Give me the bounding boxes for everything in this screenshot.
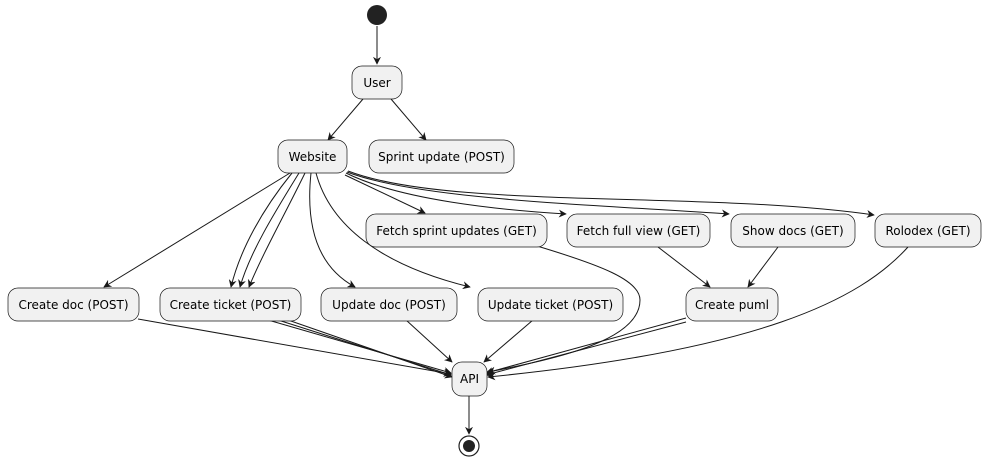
node-website-label: Website: [289, 150, 337, 164]
node-api-label: API: [460, 372, 479, 386]
edge-website-rolodex: [347, 170, 875, 218]
node-fetch-sprint-updates-get: Fetch sprint updates (GET): [365, 213, 548, 248]
node-sprint-update-post-label: Sprint update (POST): [378, 150, 505, 164]
edge-update-doc-api: [405, 319, 453, 363]
edge-user-website: [327, 98, 364, 141]
start-node: [367, 5, 387, 25]
edge-create-doc-api: [137, 318, 452, 377]
end-node: [458, 435, 480, 457]
node-fetch-full-view-get-label: Fetch full view (GET): [577, 224, 701, 238]
node-create-doc-post-label: Create doc (POST): [18, 298, 128, 312]
edge-website-update-ticket: [315, 172, 471, 290]
node-create-puml-label: Create puml: [695, 298, 769, 312]
node-create-puml: Create puml: [685, 287, 779, 322]
node-update-ticket-post-label: Update ticket (POST): [488, 298, 613, 312]
node-show-docs-get: Show docs (GET): [730, 213, 856, 248]
edges: [103, 26, 909, 435]
edge-update-ticket-api: [483, 319, 534, 363]
edge-website-create-doc: [103, 172, 291, 288]
edge-create-puml-api-1: [485, 317, 687, 375]
node-rolodex-get: Rolodex (GET): [874, 213, 982, 248]
node-show-docs-get-label: Show docs (GET): [742, 224, 843, 238]
node-rolodex-get-label: Rolodex (GET): [885, 224, 970, 238]
edge-website-fetch-sprint: [344, 174, 426, 214]
node-update-ticket-post: Update ticket (POST): [477, 287, 624, 322]
edge-website-show-docs: [346, 171, 730, 218]
edge-create-puml-api-2: [485, 321, 687, 378]
edge-website-create-ticket-2: [238, 172, 300, 288]
node-sprint-update-post: Sprint update (POST): [368, 139, 515, 174]
node-update-doc-post: Update doc (POST): [320, 287, 458, 322]
edge-rolodex-api: [487, 246, 909, 381]
edge-fetch-full-create-puml: [657, 246, 711, 288]
edge-create-ticket-api-3: [287, 319, 453, 379]
node-api: API: [451, 361, 488, 397]
node-website: Website: [277, 139, 348, 174]
edge-website-update-doc: [309, 172, 356, 288]
edge-website-create-ticket-3: [248, 172, 306, 288]
node-create-doc-post: Create doc (POST): [7, 287, 140, 322]
node-user-label: User: [363, 76, 390, 90]
edge-create-ticket-api-1: [267, 319, 452, 375]
edge-create-ticket-api-2: [277, 319, 452, 377]
edge-show-docs-create-puml: [747, 246, 779, 288]
node-create-ticket-post: Create ticket (POST): [159, 287, 302, 322]
node-user: User: [351, 65, 403, 100]
edge-website-fetch-full: [345, 172, 567, 218]
edge-website-create-ticket-1: [228, 172, 293, 288]
node-create-ticket-post-label: Create ticket (POST): [170, 298, 292, 312]
node-fetch-full-view-get: Fetch full view (GET): [566, 213, 711, 248]
node-fetch-sprint-updates-get-label: Fetch sprint updates (GET): [376, 224, 537, 238]
edge-user-sprint-update: [390, 98, 427, 141]
node-update-doc-post-label: Update doc (POST): [332, 298, 446, 312]
